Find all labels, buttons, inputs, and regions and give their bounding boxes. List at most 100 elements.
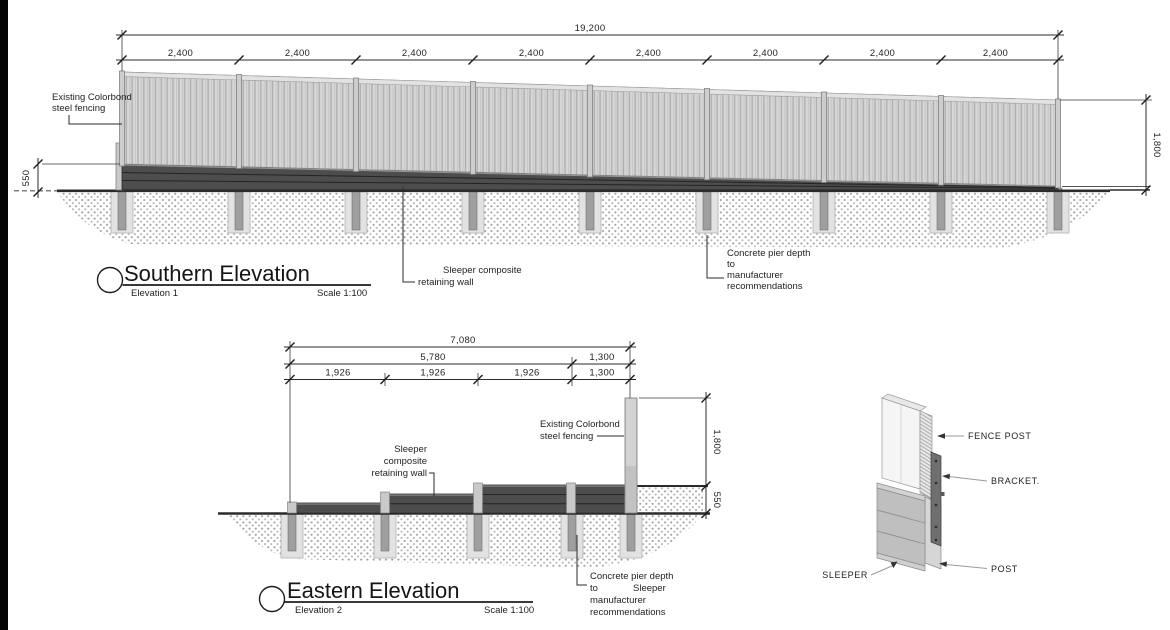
arrowhead-icon — [937, 433, 945, 439]
bracket-bolt — [934, 538, 938, 542]
fence-panel — [589, 85, 708, 179]
pier-label-line2a: to — [590, 583, 598, 594]
bracket-lug — [941, 492, 945, 496]
dim-wall-height-text: 550 — [21, 170, 32, 187]
detail-post-side-face — [919, 410, 933, 500]
pier-post — [234, 187, 244, 231]
fence-panel — [823, 92, 942, 184]
view-marker-circle — [96, 266, 124, 294]
dim-row2-text: 5,780 — [420, 352, 445, 363]
pier-leader-line — [576, 535, 587, 586]
pier-post — [351, 187, 361, 231]
pier-label-line3: manufacturer — [727, 270, 783, 281]
dim-row2-text: 1,300 — [589, 352, 614, 363]
arrowhead-icon — [890, 561, 898, 568]
fence-panel — [238, 75, 357, 170]
retaining-wall — [287, 482, 632, 514]
detail-bracket-label: BRACKET. — [991, 476, 1040, 486]
fence-post — [938, 95, 944, 186]
sleeper-leader-line — [402, 187, 415, 283]
southern-elevation-view: 19,200 2,400 2,400 2,400 2,400 2,400 2,4… — [14, 23, 1162, 299]
fencing-label-line2: steel fencing — [52, 103, 105, 114]
pier-post — [287, 508, 297, 552]
fence-post — [470, 81, 476, 175]
wall-post — [380, 491, 390, 514]
fence-posts — [119, 70, 1061, 189]
dim-segment-text: 1,926 — [325, 368, 350, 379]
fence-post-upper — [626, 399, 636, 466]
pier-post — [702, 187, 712, 231]
dim-segment-text: 2,400 — [636, 48, 661, 59]
pier-label-line3: manufacturer — [590, 595, 646, 606]
sleeper-label-line2: retaining wall — [418, 277, 473, 288]
sleeper-leader — [870, 565, 894, 576]
fence-post — [821, 91, 827, 183]
detail-sleeper-face — [876, 487, 926, 567]
fencing-label-line2: steel fencing — [540, 431, 593, 442]
dim-fence-height-text: 1,800 — [711, 429, 722, 454]
detail-sleeper-joint — [876, 509, 926, 524]
eastern-title-block: Eastern Elevation Elevation 2 Scale 1:10… — [258, 578, 534, 616]
arrowhead-icon — [939, 561, 947, 567]
pier-post — [117, 187, 127, 231]
fencing-leader-line — [68, 115, 122, 125]
dim-total-text: 19,200 — [575, 23, 606, 34]
screen-edge-bar — [0, 0, 8, 630]
pier-leader-line — [706, 235, 724, 279]
fence-post — [353, 77, 359, 172]
detail-sleeper-joint — [876, 530, 926, 545]
arrowhead-icon — [942, 473, 950, 480]
fence-panel — [121, 71, 240, 168]
eastern-dimensions: 7,080 5,780 1,300 1,926 1,926 1,926 1,30… — [284, 335, 722, 519]
detail-post-label: POST — [991, 564, 1018, 574]
dim-wall-height-text: 550 — [711, 492, 722, 509]
scale-label: Scale 1:100 — [484, 605, 534, 616]
pier-label-line4: recommendations — [727, 281, 803, 292]
dim-segment-text: 2,400 — [870, 48, 895, 59]
sleeper-board-line — [121, 180, 1059, 189]
sleeper-label-line2: composite — [384, 456, 427, 467]
pier-post — [936, 187, 946, 231]
pier-label-line1: Concrete pier depth — [590, 571, 673, 582]
pier-post — [1053, 187, 1063, 231]
scale-label: Scale 1:100 — [317, 288, 367, 299]
pier-label-line2: to — [727, 259, 735, 270]
southern-annotations: Existing Colorbond steel fencing Sleeper… — [52, 92, 810, 292]
pier-post — [380, 508, 390, 552]
bracket-leader — [948, 476, 988, 482]
detail-bracket — [930, 451, 942, 547]
pier-label-line2b: Sleeper — [633, 583, 666, 594]
dim-segment-text: 2,400 — [753, 48, 778, 59]
dim-total-text: 7,080 — [450, 335, 475, 346]
southern-dimensions: 19,200 2,400 2,400 2,400 2,400 2,400 2,4… — [21, 23, 1162, 198]
fence-post-assembly — [624, 397, 638, 514]
fencing-label-line1: Existing Colorbond — [52, 92, 132, 103]
fence-panel — [706, 89, 825, 181]
fence-post — [704, 88, 710, 181]
dim-segment-text: 2,400 — [402, 48, 427, 59]
post-bracket-detail: FENCE POST BRACKET. POST SLEEPER — [822, 393, 1040, 580]
wall-post — [473, 482, 483, 514]
view-marker-circle — [258, 585, 286, 613]
wall-step — [570, 484, 632, 514]
bracket-bolt — [934, 525, 938, 529]
fence-top-rails — [121, 71, 1059, 105]
dim-fence-height-text: 1,800 — [1151, 132, 1162, 157]
dim-segment-text: 2,400 — [519, 48, 544, 59]
bracket-bolt — [934, 459, 938, 463]
dim-segment-text: 2,400 — [168, 48, 193, 59]
southern-title-block: Southern Elevation Elevation 1 Scale 1:1… — [96, 261, 371, 299]
fence-panel — [472, 82, 591, 176]
pier-post — [473, 508, 483, 552]
eastern-annotations: Existing Colorbond steel fencing Sleeper… — [372, 419, 674, 618]
fence-panel — [355, 78, 474, 173]
detail-sleeper-label: SLEEPER — [822, 570, 868, 580]
fence-post — [587, 84, 593, 178]
fencing-label-line1: Existing Colorbond — [540, 419, 620, 430]
fence-post — [119, 70, 125, 167]
dim-segment-text: 2,400 — [983, 48, 1008, 59]
colorbond-fence — [119, 70, 1061, 189]
sleeper-label-line1: Sleeper — [394, 444, 427, 455]
